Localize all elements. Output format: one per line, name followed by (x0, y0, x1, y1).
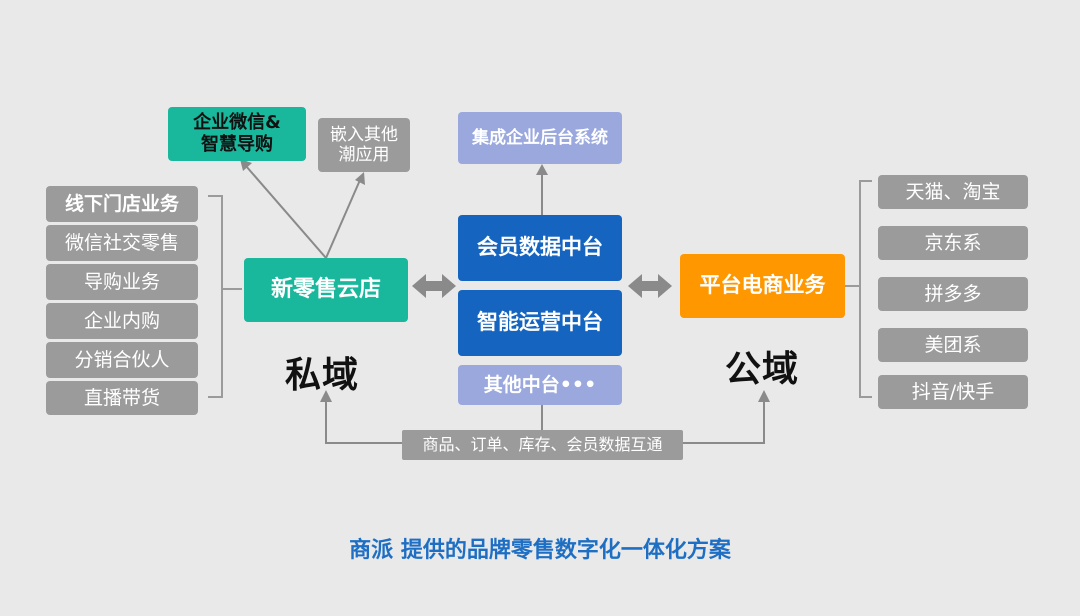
caption: 商派 提供的品牌零售数字化一体化方案 (349, 538, 731, 563)
arrow-to-embed (325, 179, 361, 259)
left-item: 企业内购 (46, 303, 198, 339)
platform-ecommerce-hub: 平台电商业务 (680, 254, 845, 318)
left-item: 导购业务 (46, 264, 198, 300)
left-item: 直播带货 (46, 381, 198, 415)
flow-right-line (683, 397, 765, 444)
arrow-head-top-box (536, 164, 548, 175)
ops-box: 智能运营中台 (458, 290, 622, 356)
flow-right-arrowhead (758, 390, 770, 402)
left-item: 线下门店业务 (46, 186, 198, 222)
embed-box: 嵌入其他 潮应用 (318, 118, 410, 172)
double-arrow-right (628, 274, 672, 298)
right-item: 抖音/快手 (878, 375, 1028, 409)
left-item: 分销合伙人 (46, 342, 198, 378)
arrow-to-wecom (245, 165, 327, 259)
double-arrow-left (412, 274, 456, 298)
left-item: 微信社交零售 (46, 225, 198, 261)
public-domain-label: 公域 (725, 349, 800, 390)
private-domain-label: 私域 (285, 355, 360, 396)
member-data-box: 会员数据中台 (458, 215, 622, 281)
right-item: 拼多多 (878, 277, 1028, 311)
right-item: 京东系 (878, 226, 1028, 260)
arrow-head-embed (355, 172, 365, 185)
flow-left-arrowhead (320, 390, 332, 402)
data-interop-label: 商品、订单、库存、会员数据互通 (402, 430, 683, 460)
enterprise-backend-box: 集成企业后台系统 (458, 112, 622, 164)
other-platform-box: 其他中台••• (458, 365, 622, 405)
arrow-head-wecom (240, 159, 252, 171)
right-item: 美团系 (878, 328, 1028, 362)
flow-left-line (325, 397, 402, 444)
cloud-store-hub: 新零售云店 (244, 258, 408, 322)
right-item: 天猫、淘宝 (878, 175, 1028, 209)
left-bracket (208, 195, 223, 398)
right-bracket (859, 180, 872, 398)
wecom-box: 企业微信& 智慧导购 (168, 107, 306, 161)
